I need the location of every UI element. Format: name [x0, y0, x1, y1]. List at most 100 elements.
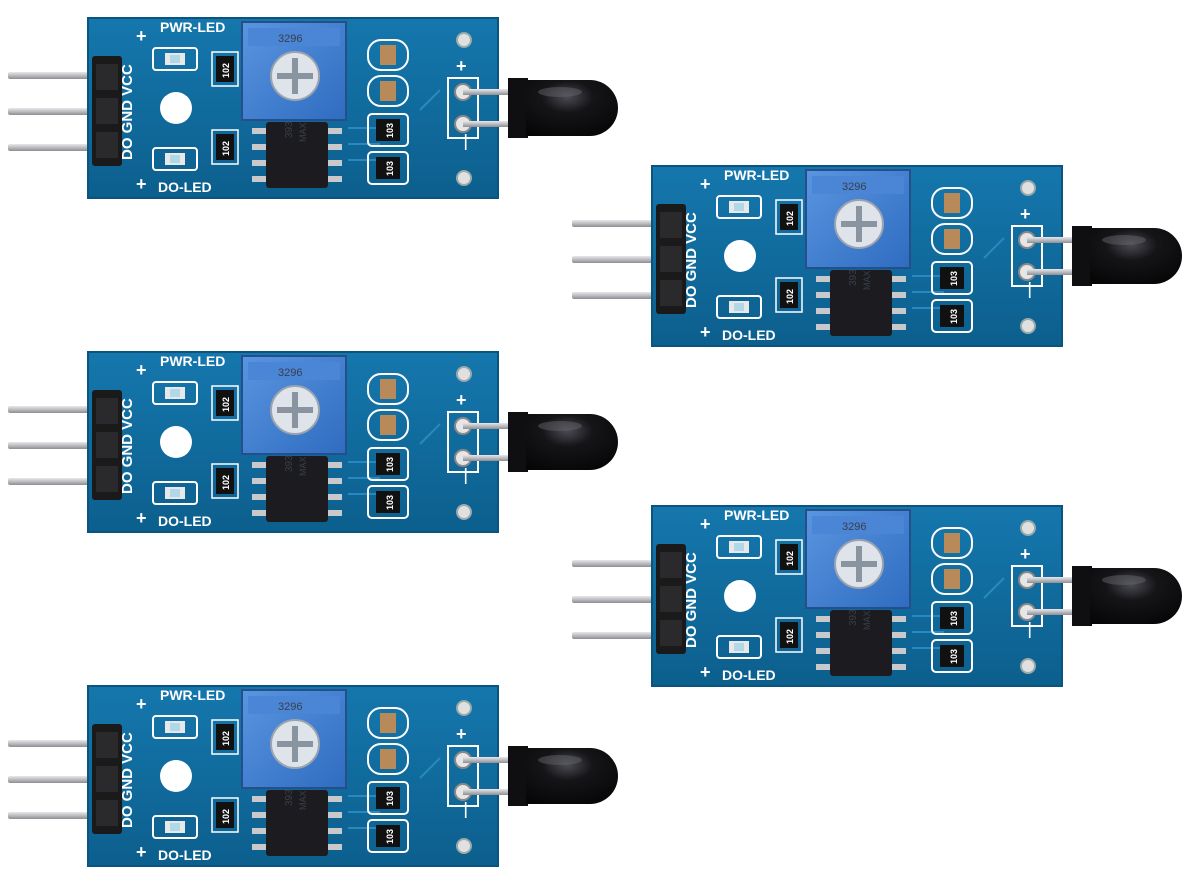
minus-label: — [457, 468, 474, 484]
plus-label: + [456, 724, 467, 744]
resistor-102: 102 [211, 51, 239, 87]
potentiometer: 3296 [241, 355, 347, 455]
resistor-103b: 103 [367, 151, 409, 185]
resistor-102: 102 [211, 385, 239, 421]
capacitor-1 [931, 527, 973, 559]
resistor-103b: 103 [931, 639, 973, 673]
capacitor-1 [931, 187, 973, 219]
svg-text:102: 102 [221, 141, 231, 156]
capacitor-1 [367, 707, 409, 739]
plus-sign-top: + [136, 26, 147, 46]
flame-sensor-module-1: DO GND VCC PWR-LED + DO-LED + [0, 0, 630, 200]
comparator-chip: 393 MAX [816, 609, 906, 676]
mounting-hole [160, 760, 192, 792]
svg-text:102: 102 [785, 629, 795, 644]
pcb-traces [348, 89, 441, 161]
resistor-103b: 103 [931, 299, 973, 333]
do-led-label: DO-LED [158, 179, 212, 195]
comparator-chip: 393 MAX [252, 455, 342, 522]
svg-text:102: 102 [785, 289, 795, 304]
potentiometer: 3296 [805, 509, 911, 609]
svg-text:MAX: MAX [298, 456, 308, 476]
svg-text:3296: 3296 [278, 33, 302, 45]
pwr-led [152, 381, 198, 405]
plus-sign-bottom: + [136, 508, 147, 528]
svg-text:MAX: MAX [298, 122, 308, 142]
svg-text:103: 103 [949, 649, 959, 664]
svg-text:3296: 3296 [278, 701, 302, 713]
pin-labels: DO GND VCC [119, 732, 136, 828]
comparator-chip: 393 MAX [252, 789, 342, 856]
do-led [152, 147, 198, 171]
flame-sensor-bulb [508, 78, 618, 138]
svg-text:393: 393 [284, 121, 295, 138]
capacitor-2 [931, 223, 973, 255]
pcb-traces [348, 423, 441, 495]
minus-label: — [457, 134, 474, 150]
do-led [152, 815, 198, 839]
pwr-led [716, 535, 762, 559]
mounting-hole [160, 92, 192, 124]
sensor-leads [463, 89, 515, 127]
resistor-102b: 102 [775, 277, 803, 313]
resistor-103a: 103 [367, 781, 409, 815]
comparator-chip: 393 MAX [252, 121, 342, 188]
svg-text:393: 393 [284, 789, 295, 806]
flame-sensor-module-3: DO GND VCC PWR-LED + DO-LED + [0, 334, 630, 534]
flame-sensor-bulb [508, 412, 618, 472]
minus-label: — [1021, 282, 1038, 298]
capacitor-2 [931, 563, 973, 595]
sensor-leads [1027, 237, 1079, 275]
plus-label: + [456, 390, 467, 410]
svg-text:3296: 3296 [842, 181, 866, 193]
sensor-pads: + — [1011, 544, 1043, 638]
svg-text:103: 103 [949, 309, 959, 324]
pcb-traces [348, 757, 441, 829]
pcb-traces [912, 237, 1005, 309]
flame-sensor-bulb [1072, 226, 1182, 286]
capacitor-2 [367, 743, 409, 775]
pwr-led-label: PWR-LED [724, 507, 789, 523]
flame-sensor-module-2: DO GND VCC PWR-LED + DO-LED + [564, 148, 1194, 348]
resistor-103a: 103 [367, 113, 409, 147]
resistor-103a: 103 [931, 601, 973, 635]
capacitor-2 [367, 409, 409, 441]
svg-text:MAX: MAX [862, 270, 872, 290]
svg-text:103: 103 [949, 611, 959, 626]
svg-text:103: 103 [385, 457, 395, 472]
pin-header [656, 544, 686, 654]
svg-text:103: 103 [385, 123, 395, 138]
plus-sign-top: + [700, 174, 711, 194]
resistor-102b: 102 [211, 129, 239, 165]
pwr-led-label: PWR-LED [160, 353, 225, 369]
minus-label: — [1021, 622, 1038, 638]
plus-sign-top: + [136, 360, 147, 380]
resistor-102: 102 [775, 539, 803, 575]
plus-sign-bottom: + [136, 174, 147, 194]
mounting-hole [724, 580, 756, 612]
pin-header [656, 204, 686, 314]
pwr-led-label: PWR-LED [160, 19, 225, 35]
svg-text:102: 102 [785, 211, 795, 226]
potentiometer: 3296 [805, 169, 911, 269]
potentiometer: 3296 [241, 21, 347, 121]
svg-text:102: 102 [221, 809, 231, 824]
svg-text:3296: 3296 [278, 367, 302, 379]
do-led [152, 481, 198, 505]
plus-sign-bottom: + [136, 842, 147, 862]
svg-text:102: 102 [221, 397, 231, 412]
svg-text:393: 393 [848, 609, 859, 626]
capacitor-1 [367, 39, 409, 71]
pin-labels: DO GND VCC [119, 398, 136, 494]
pin-labels: DO GND VCC [119, 64, 136, 160]
svg-text:MAX: MAX [862, 610, 872, 630]
plus-label: + [1020, 544, 1031, 564]
do-led-label: DO-LED [722, 327, 776, 343]
pcb-traces [912, 577, 1005, 649]
do-led [716, 635, 762, 659]
do-led-label: DO-LED [158, 847, 212, 863]
svg-text:102: 102 [221, 63, 231, 78]
pwr-led-label: PWR-LED [724, 167, 789, 183]
plus-sign-top: + [700, 514, 711, 534]
resistor-103b: 103 [367, 485, 409, 519]
